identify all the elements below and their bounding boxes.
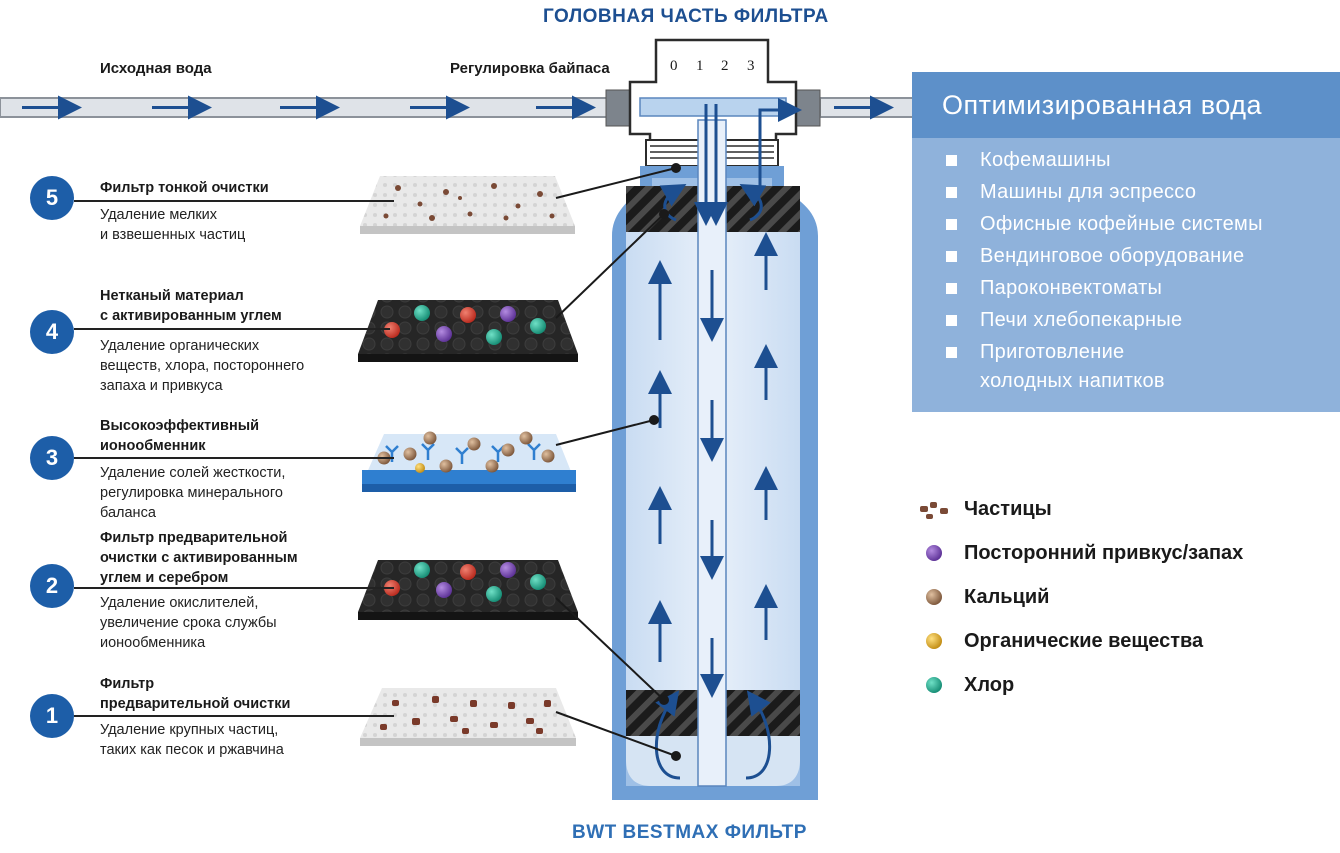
application-list: Кофемашины Машины для эспрессо Офисные к… (912, 146, 1263, 399)
stage-number: 4 (30, 310, 74, 354)
bullet-icon (946, 155, 957, 166)
bullet-icon (946, 219, 957, 230)
media-swatch-5 (360, 176, 575, 234)
list-item: Офисные кофейные системы (912, 210, 1263, 239)
footer-title: BWT BESTMAX ФИЛЬТР (572, 822, 807, 843)
filter-head (605, 38, 821, 167)
stage-rule (74, 587, 394, 589)
flow-arrows-internal (648, 98, 802, 780)
taste-odor-icon (926, 545, 942, 561)
stage-rule (74, 200, 394, 202)
stage-name: Фильтр тонкой очистки (100, 180, 269, 196)
list-item: Кофемашины (912, 146, 1263, 175)
bypass-label: Регулировка байпаса (450, 60, 610, 77)
stage-rule (74, 457, 394, 459)
stage-rule (74, 715, 394, 717)
list-item: Машины для эспрессо (912, 178, 1263, 207)
chlorine-icon (926, 677, 942, 693)
header-title: ГОЛОВНАЯ ЧАСТЬ ФИЛЬТРА (543, 6, 829, 27)
legend-icons (920, 502, 948, 693)
list-item: Вендинговое оборудование (912, 242, 1263, 271)
optimized-water-panel: Оптимизированная вода Кофемашины Машины … (912, 72, 1340, 412)
list-item: Пароконвектоматы (912, 274, 1263, 303)
bullet-icon (946, 251, 957, 262)
stage-name: Фильтр предварительной очистки с активир… (100, 530, 298, 586)
organics-icon (926, 633, 942, 649)
stage-number: 3 (30, 436, 74, 480)
panel-title: Оптимизированная вода (912, 72, 1340, 138)
stage-name: Высокоэффективный ионообменник (100, 418, 260, 454)
stage-description: Удаление мелких и взвешенных частиц (100, 207, 246, 243)
list-item: Печи хлебопекарные (912, 306, 1263, 335)
stage-rule (74, 328, 390, 330)
inlet-water-label: Исходная вода (100, 60, 212, 77)
bullet-icon (946, 347, 957, 358)
stage-number: 5 (30, 176, 74, 220)
svg-text:2: 2 (721, 58, 729, 74)
stage-name: Нетканый материал с активированным углем (100, 288, 282, 324)
stage-number: 1 (30, 694, 74, 738)
stage-number: 2 (30, 564, 74, 608)
stage-description: Удаление солей жесткости, регулировка ми… (100, 465, 286, 521)
calcium-icon (926, 589, 942, 605)
media-swatch-3 (362, 431, 576, 492)
stage-name: Фильтр предварительной очистки (100, 676, 291, 712)
bypass-dial: 0 1 2 3 (670, 58, 755, 74)
svg-text:3: 3 (747, 58, 755, 74)
leader-lines (555, 163, 681, 761)
svg-text:1: 1 (696, 58, 704, 74)
particles-icon (920, 502, 948, 519)
filter-cartridge (612, 119, 818, 800)
bullet-icon (946, 187, 957, 198)
list-item: Приготовление холодных напитков (912, 338, 1263, 396)
media-swatch-4 (358, 300, 578, 362)
stage-description: Удаление органических веществ, хлора, по… (100, 338, 305, 394)
media-swatch-1 (360, 688, 576, 746)
bullet-icon (946, 283, 957, 294)
media-swatch-2 (358, 560, 578, 620)
stage-description: Удаление крупных частиц, таких как песок… (100, 722, 284, 758)
bullet-icon (946, 315, 957, 326)
svg-text:0: 0 (670, 58, 678, 74)
stage-description: Удаление окислителей, увеличение срока с… (100, 595, 277, 651)
